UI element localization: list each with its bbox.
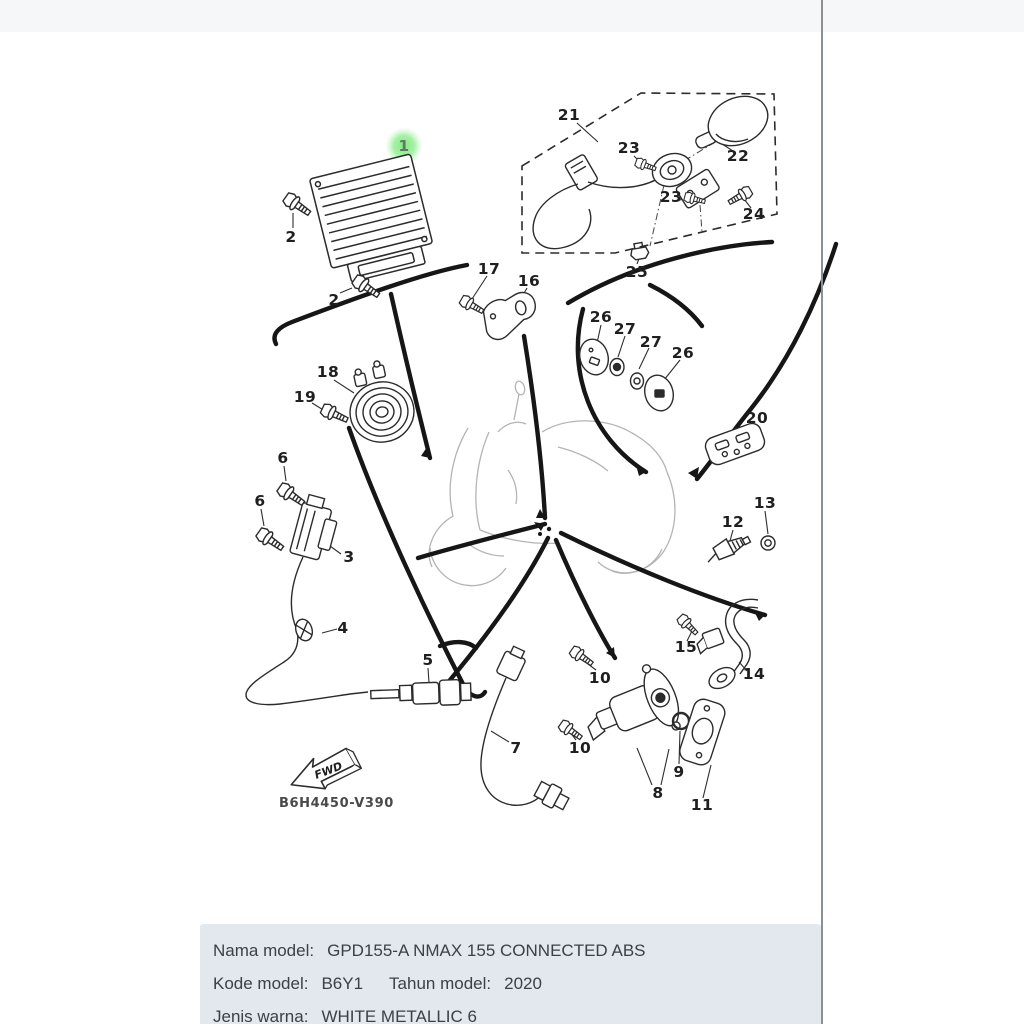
model-info-panel: Nama model: GPD155-A NMAX 155 CONNECTED A… (200, 924, 821, 1026)
info-label: Kode model: (213, 974, 309, 993)
temp-sensor-drawing (707, 535, 776, 563)
solenoid-group (587, 664, 726, 766)
leader-arrowheads (421, 447, 765, 658)
plate-20-drawing (704, 422, 766, 466)
drawing-code: B6H4450-V390 (279, 796, 394, 811)
group-box-21 (521, 92, 778, 254)
fwd-arrow-icon: FWD (290, 747, 362, 790)
horn-drawing (349, 360, 415, 443)
bracket-14-drawing (696, 598, 759, 690)
top-band (0, 0, 1024, 32)
info-row: Nama model: GPD155-A NMAX 155 CONNECTED A… (213, 934, 821, 967)
info-value: B6Y1 (321, 974, 364, 993)
info-label: Tahun model: (389, 974, 492, 993)
info-row: Kode model: B6Y1 Tahun model: 2020 (213, 967, 821, 1000)
bracket-16-drawing (482, 291, 536, 341)
ecu-drawing (309, 153, 433, 283)
info-value: GPD155-A NMAX 155 CONNECTED ABS (327, 941, 646, 960)
info-label: Jenis warna: (213, 1007, 309, 1026)
content-right-border (821, 0, 823, 1024)
info-label: Nama model: (213, 941, 315, 960)
info-value: 2020 (504, 974, 542, 993)
o2-sensor-drawing (480, 645, 570, 811)
info-row: Jenis warna: WHITE METALLIC 6 (213, 1000, 821, 1033)
scooter-outline (428, 380, 676, 587)
sensor-26-27-group (578, 338, 675, 412)
part-1-highlight (385, 127, 423, 165)
info-value: WHITE METALLIC 6 (321, 1007, 477, 1026)
ignition-coil-drawing (245, 493, 472, 706)
model-info-rows: Nama model: GPD155-A NMAX 155 CONNECTED A… (213, 934, 821, 1033)
tail-light-assembly (532, 95, 769, 250)
clip-25-drawing (630, 241, 650, 261)
leader-swooshes (272, 239, 839, 699)
